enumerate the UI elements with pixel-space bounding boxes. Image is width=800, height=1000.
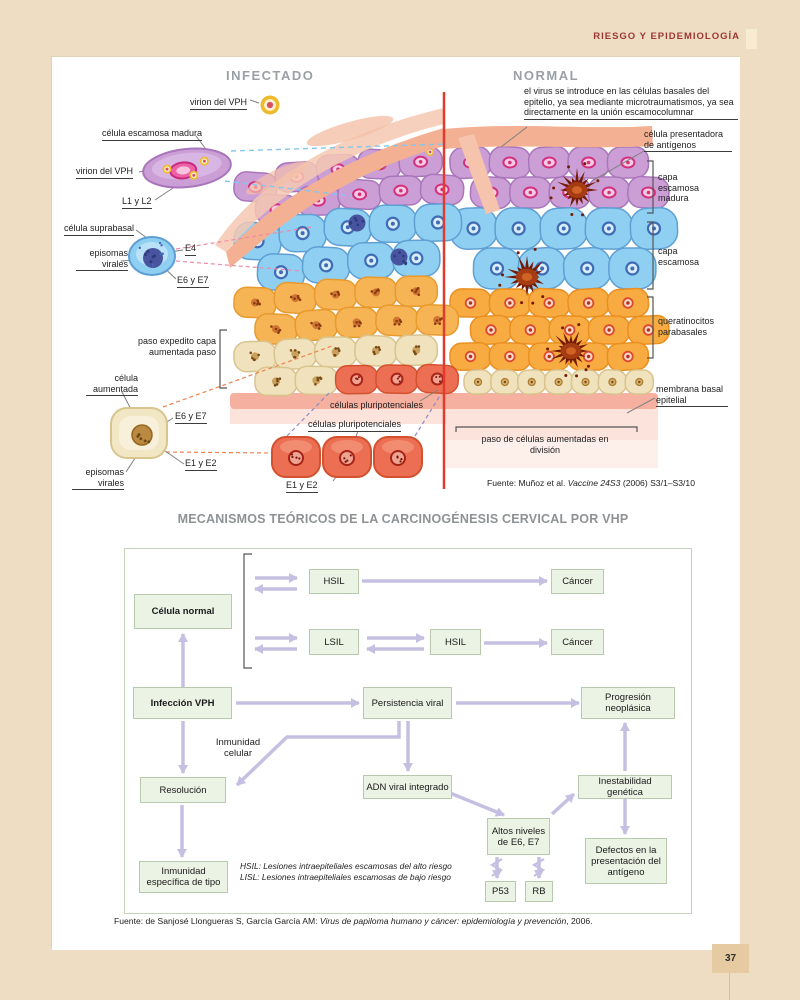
label-virion-top: virion del VPH: [190, 97, 248, 110]
label-episomas-virales-1: episomas virales: [76, 248, 128, 271]
label-inmunidad-celular: Inmunidad celular: [215, 737, 261, 759]
label-l1-l2: L1 y L2: [122, 196, 152, 209]
label-episomas-virales-2: episomas virales: [72, 467, 124, 490]
box-hsil-2: HSIL: [430, 629, 481, 655]
label-e1-e2-1: E1 y E2: [185, 458, 217, 471]
dendritic-cells: [498, 162, 600, 378]
box-persistencia-viral: Persistencia viral: [363, 687, 452, 719]
label-pluripotenciales-2: células pluripotenciales: [308, 419, 402, 432]
label-capa-escamosa-madura: capa escamosa madura: [658, 172, 700, 203]
label-e4: E4: [185, 243, 197, 256]
box-progresion-neoplasica: Progresión neoplásica: [581, 687, 675, 719]
box-infeccion-vph: Infección VPH: [133, 687, 232, 719]
label-pluripotenciales-1: células pluripotenciales: [330, 400, 424, 410]
label-entry-note: el virus se introduce en las células bas…: [524, 86, 738, 120]
label-queratinocitos: queratinocitos parabasales: [658, 316, 715, 337]
label-e6-e7-2: E6 y E7: [175, 411, 207, 424]
diagram-legend: HSIL: Lesiones intraepiteliales escamosa…: [240, 861, 452, 883]
label-celula-aumentada: célula aumentada: [86, 373, 138, 396]
connector-lines: [120, 99, 656, 669]
box-altos-niveles: Altos niveles de E6, E7: [487, 818, 550, 855]
label-capa-escamosa: capa escamosa: [658, 246, 700, 267]
illustration-source: Fuente: Muñoz et al. Vaccine 24S3 (2006)…: [487, 478, 695, 488]
box-celula-normal: Célula normal: [134, 594, 232, 629]
box-defectos: Defectos en la presentación del antígeno: [585, 838, 667, 884]
legend-line-hsil: HSIL: Lesiones intraepiteliales escamosa…: [240, 861, 452, 871]
tissue-base: [230, 393, 658, 468]
box-p53: P53: [485, 881, 516, 902]
page-number-tab: 37: [712, 944, 749, 973]
flowchart-arrows: [177, 573, 630, 879]
box-lsil: LSIL: [309, 629, 359, 655]
label-celula-suprabasal: célula suprabasal: [64, 223, 135, 236]
header-tab-marker: [746, 29, 757, 49]
page-header: RIESGO Y EPIDEMIOLOGÍA: [593, 31, 740, 42]
box-hsil-1: HSIL: [309, 569, 359, 594]
label-paso-expedito: paso expedito capa aumentada paso: [137, 336, 216, 357]
surface-layer: [215, 108, 653, 268]
title-infected: INFECTADO: [226, 68, 315, 83]
inset-cells: [110, 95, 423, 478]
label-celula-presentadora: célula presentadora de antígenos: [644, 129, 732, 152]
box-inmunidad-especifica: Inmunidad específica de tipo: [139, 861, 228, 893]
box-inestabilidad-genetica: Inestabilidad genética: [578, 775, 672, 799]
label-e6-e7-1: E6 y E7: [177, 275, 209, 288]
box-rb: RB: [525, 881, 553, 902]
legend-line-lisl: LISL: Lesiones intraepiteliales escamosa…: [240, 872, 451, 882]
page-footer: Fuente: de Sanjosé Llongueras S, García …: [114, 916, 593, 926]
title-normal: NORMAL: [513, 68, 580, 83]
label-paso-celulas: paso de células aumentadas en división: [481, 434, 609, 455]
box-resolucion: Resolución: [140, 777, 226, 803]
label-virion-left: virion del VPH: [76, 166, 134, 179]
label-membrana-basal: membrana basal epitelial: [656, 384, 728, 407]
box-cancer-1: Cáncer: [551, 569, 604, 594]
label-celula-escamosa-madura: célula escamosa madura: [102, 128, 203, 141]
diagram-frame: [124, 548, 692, 914]
label-e1-e2-2: E1 y E2: [286, 480, 318, 493]
box-adn-viral: ADN viral integrado: [363, 775, 452, 799]
page-number-rule: [729, 973, 730, 1000]
box-cancer-2: Cáncer: [551, 629, 604, 655]
diagram-title: MECANISMOS TEÓRICOS DE LA CARCINOGÉNESIS…: [177, 512, 629, 526]
